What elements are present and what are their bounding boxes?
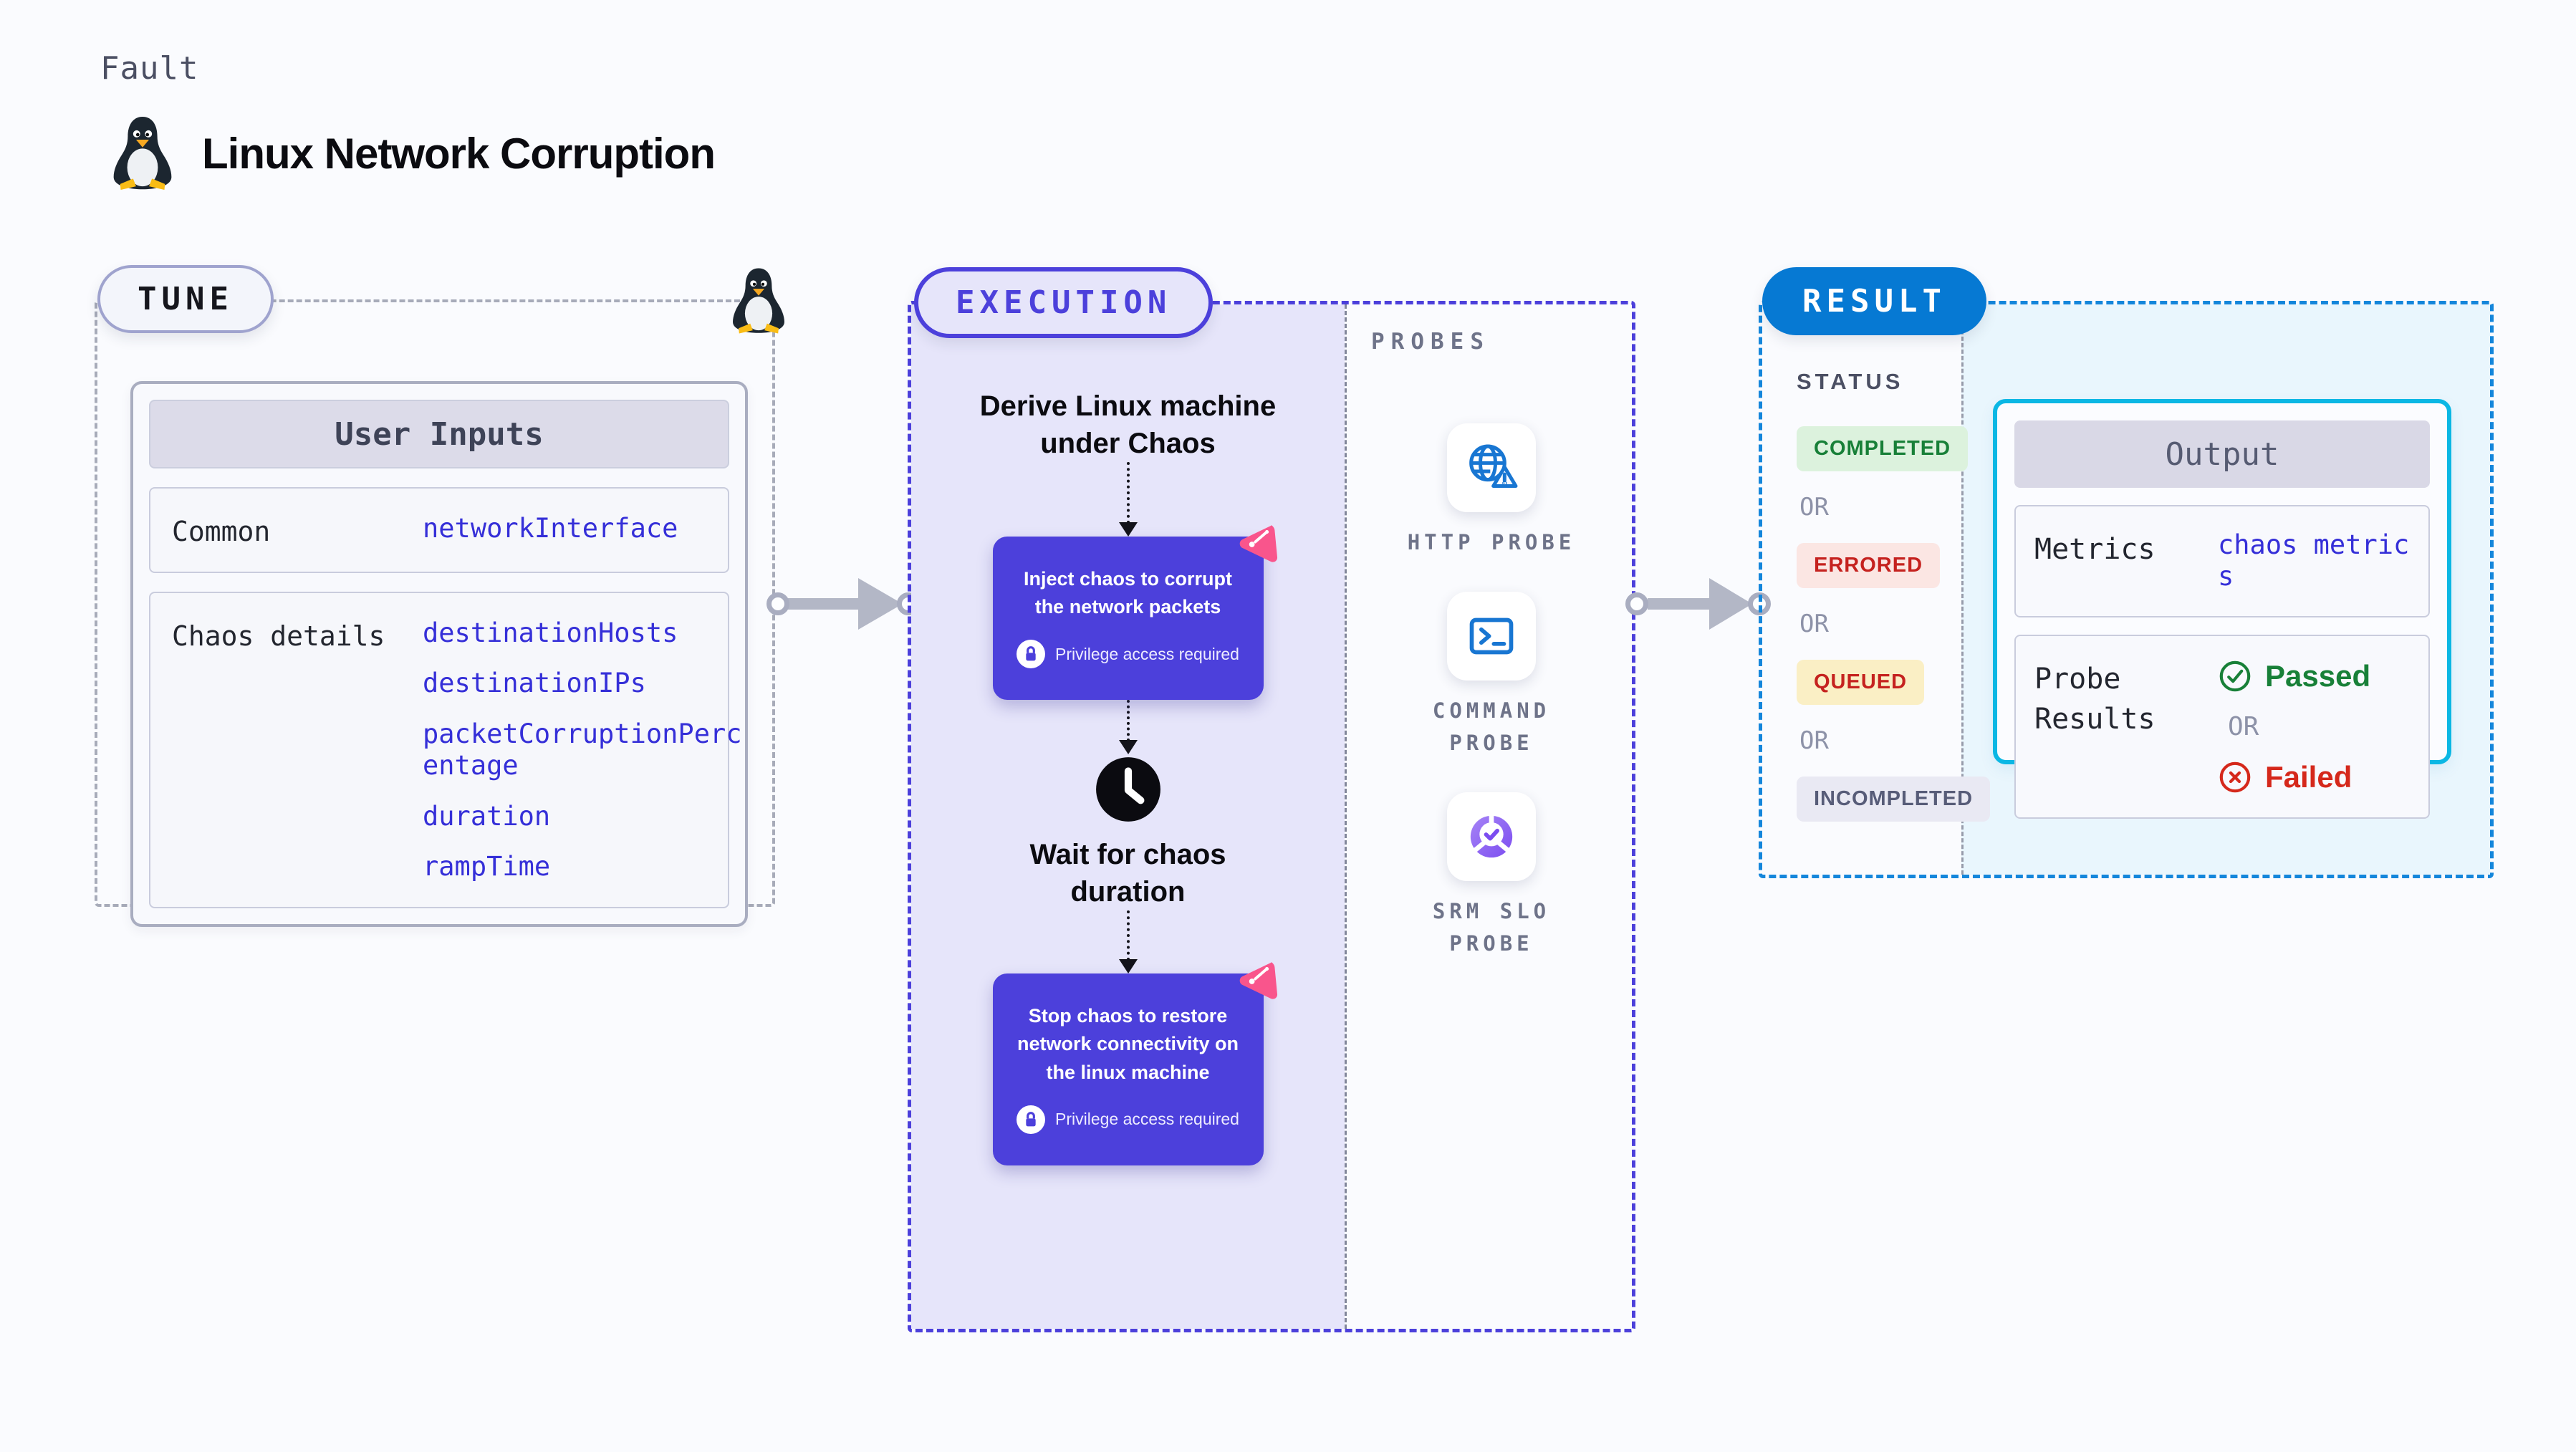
srm-slo-probe-label: SRM SLO PROBE — [1432, 898, 1551, 956]
page-title: Linux Network Corruption — [202, 129, 716, 178]
connector-node — [1625, 592, 1648, 615]
probe-results-label: Probe Results — [2034, 662, 2156, 736]
input-link-rampTime[interactable]: rampTime — [423, 850, 551, 882]
or-label: OR — [1799, 610, 1829, 638]
input-link-duration[interactable]: duration — [423, 800, 551, 832]
row-label: Common — [172, 516, 271, 547]
step-inject-chaos: Inject chaos to corrupt the network pack… — [992, 525, 1277, 701]
chaos-logo-icon — [1239, 962, 1277, 999]
srm-slo-probe-card — [1447, 792, 1536, 881]
probes-panel: PROBES HTTP PROBE COMMA — [1351, 304, 1632, 960]
chaos-metrics-link[interactable]: chaos metrics — [2218, 529, 2410, 592]
status-panel: STATUS COMPLETED OR ERRORED OR QUEUED OR… — [1797, 369, 1991, 822]
row-label: Chaos details — [172, 620, 385, 652]
slo-donut-icon — [1470, 814, 1513, 857]
probes-heading: PROBES — [1371, 329, 1490, 355]
or-label: OR — [1799, 493, 1829, 521]
fault-kicker: Fault — [100, 50, 199, 87]
status-badge-incompleted: INCOMPLETED — [1797, 777, 1991, 822]
lock-icon — [1017, 640, 1046, 669]
globe-alert-icon — [1469, 444, 1518, 488]
step-wait-duration: Wait for chaos duration — [1029, 839, 1226, 908]
tux-penguin-icon — [113, 116, 172, 191]
privilege-row: Privilege access required — [1017, 640, 1239, 669]
command-probe-label: COMMAND PROBE — [1432, 698, 1551, 755]
step-stop-chaos: Stop chaos to restore network connectivi… — [992, 962, 1277, 1165]
title-row: Linux Network Corruption — [105, 113, 716, 193]
input-link-destinationIPs[interactable]: destinationIPs — [423, 668, 646, 699]
user-inputs-title: User Inputs — [149, 400, 729, 468]
flow-connector — [1118, 462, 1138, 537]
inject-chaos-text: Inject chaos to corrupt the network pack… — [1023, 568, 1233, 618]
output-box: Output Metrics chaos metrics Probe Resul… — [1993, 399, 2451, 819]
passed-line: Passed — [2218, 659, 2370, 693]
or-label: OR — [2228, 711, 2259, 741]
execution-flow: Derive Linux machine under Chaos Inject … — [911, 304, 1345, 1165]
table-row-chaos-details: Chaos details destinationHosts destinati… — [149, 592, 742, 909]
check-circle-icon — [2219, 660, 2251, 692]
status-badge-queued: QUEUED — [1797, 660, 1925, 705]
privilege-label: Privilege access required — [1055, 644, 1239, 663]
status-badge-errored: ERRORED — [1797, 543, 1941, 588]
execution-region: EXECUTION Derive Linux machine under Cha… — [908, 267, 1635, 1332]
lock-icon — [1017, 1105, 1046, 1134]
stop-chaos-text: Stop chaos to restore network connectivi… — [1017, 1005, 1239, 1083]
metrics-label: Metrics — [2034, 533, 2156, 566]
output-title: Output — [2014, 420, 2430, 488]
tune-badge: TUNE — [97, 265, 274, 333]
clock-icon — [1095, 757, 1160, 822]
x-circle-icon — [2219, 761, 2251, 793]
or-label: OR — [1799, 726, 1829, 755]
table-row-common: Common networkInterface — [149, 487, 729, 573]
user-inputs-table: User Inputs Common networkInterface Chao… — [130, 381, 748, 928]
execution-badge: EXECUTION — [914, 267, 1213, 338]
status-heading: STATUS — [1797, 369, 1904, 394]
flow-connector — [1118, 910, 1138, 974]
arrow-execution-to-result — [1648, 578, 1752, 630]
probes-divider — [1345, 304, 1347, 1329]
flow-connector — [1118, 700, 1138, 755]
arrow-tune-to-execution — [788, 578, 903, 630]
input-link-networkInterface[interactable]: networkInterface — [423, 513, 678, 544]
http-probe-card — [1447, 423, 1536, 512]
result-region: RESULT STATUS COMPLETED OR ERRORED OR QU… — [1759, 267, 2494, 878]
status-badge-completed: COMPLETED — [1797, 426, 1969, 471]
privilege-label: Privilege access required — [1055, 1110, 1239, 1129]
connector-node — [766, 592, 789, 615]
passed-label: Passed — [2265, 658, 2371, 693]
privilege-row: Privilege access required — [1017, 1105, 1239, 1134]
result-badge: RESULT — [1762, 267, 1986, 335]
input-link-packetCorruptionPercentage[interactable]: packetCorruptionPercentage — [423, 718, 742, 782]
failed-label: Failed — [2265, 759, 2352, 794]
status-divider — [1961, 304, 1964, 875]
failed-line: Failed — [2218, 760, 2370, 794]
probe-results-values: Passed OR Failed — [2218, 659, 2370, 794]
chaos-logo-icon — [1239, 525, 1277, 562]
tune-region: TUNE User Inputs Common networkInterface… — [95, 265, 784, 928]
command-probe-card — [1447, 591, 1536, 681]
probe-results-row: Probe Results Passed OR — [2014, 634, 2430, 819]
metrics-row: Metrics chaos metrics — [2014, 505, 2430, 617]
tux-penguin-small-icon — [733, 268, 784, 334]
http-probe-label: HTTP PROBE — [1407, 530, 1576, 554]
terminal-icon — [1469, 617, 1514, 655]
step-derive-machine: Derive Linux machine under Chaos — [979, 390, 1277, 459]
status-list: COMPLETED OR ERRORED OR QUEUED OR INCOMP… — [1797, 426, 1991, 822]
input-link-destinationHosts[interactable]: destinationHosts — [423, 617, 678, 648]
